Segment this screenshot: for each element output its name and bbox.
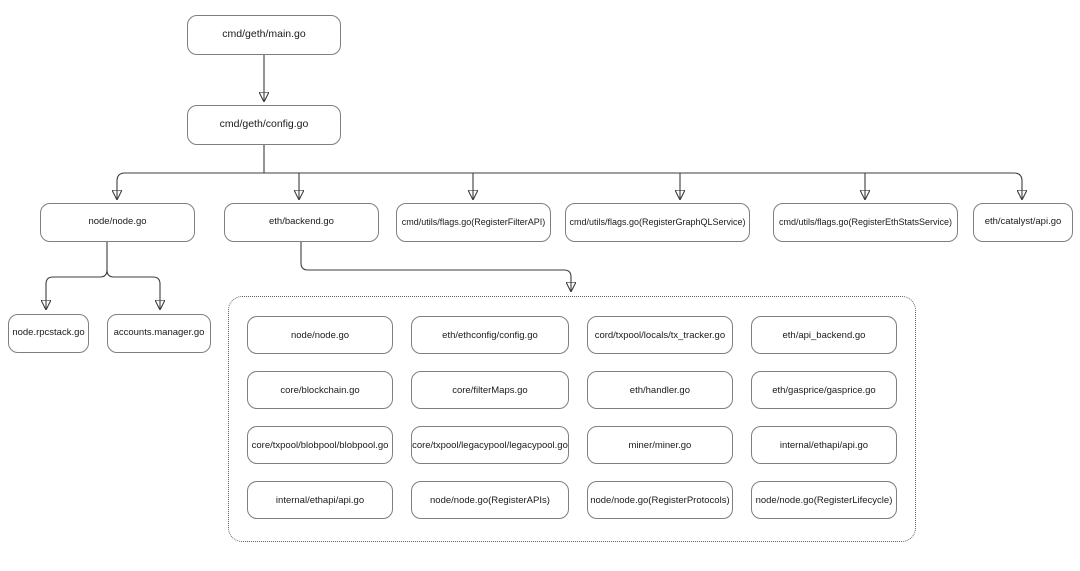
node-node-node-go: node/node.go xyxy=(40,203,195,242)
node-eth-catalyst-api: eth/catalyst/api.go xyxy=(973,203,1073,242)
group-cell: core/txpool/blobpool/blobpool.go xyxy=(247,426,394,464)
group-cell: core/filterMaps.go xyxy=(411,371,569,409)
group-cell: eth/gasprice/gasprice.go xyxy=(750,371,897,409)
node-rpcstack: node.rpcstack.go xyxy=(8,314,89,353)
connector-trunk xyxy=(116,172,1023,182)
node-eth-backend: eth/backend.go xyxy=(224,203,379,242)
group-cell: miner/miner.go xyxy=(586,426,733,464)
group-cell: node/node.go(RegisterLifecycle) xyxy=(750,481,897,519)
group-cell: node/node.go(RegisterAPIs) xyxy=(411,481,569,519)
node-accounts-manager: accounts.manager.go xyxy=(107,314,211,353)
connector-node-to-rpcstack xyxy=(46,269,108,309)
node-cmd-geth-main: cmd/geth/main.go xyxy=(187,15,341,55)
node-register-filter-api: cmd/utils/flags.go(RegisterFilterAPI) xyxy=(396,203,551,242)
connector-backend-to-group xyxy=(300,242,571,291)
group-cell: internal/ethapi/api.go xyxy=(247,481,394,519)
group-cell: eth/api_backend.go xyxy=(750,316,897,354)
node-register-ethstats-service: cmd/utils/flags.go(RegisterEthStatsServi… xyxy=(773,203,958,242)
group-cell: eth/ethconfig/config.go xyxy=(411,316,569,354)
node-register-graphql-service: cmd/utils/flags.go(RegisterGraphQLServic… xyxy=(565,203,750,242)
group-cell: core/txpool/legacypool/legacypool.go xyxy=(411,426,569,464)
group-cell: node/node.go(RegisterProtocols) xyxy=(586,481,733,519)
node-cmd-geth-config: cmd/geth/config.go xyxy=(187,105,341,145)
group-cell: core/blockchain.go xyxy=(247,371,394,409)
group-cell: node/node.go xyxy=(247,316,394,354)
backend-dependencies-group: node/node.go eth/ethconfig/config.go cor… xyxy=(228,296,916,542)
group-cell: cord/txpool/locals/tx_tracker.go xyxy=(586,316,733,354)
group-cell: internal/ethapi/api.go xyxy=(750,426,897,464)
group-cell: eth/handler.go xyxy=(586,371,733,409)
connector-node-to-manager xyxy=(106,269,160,309)
